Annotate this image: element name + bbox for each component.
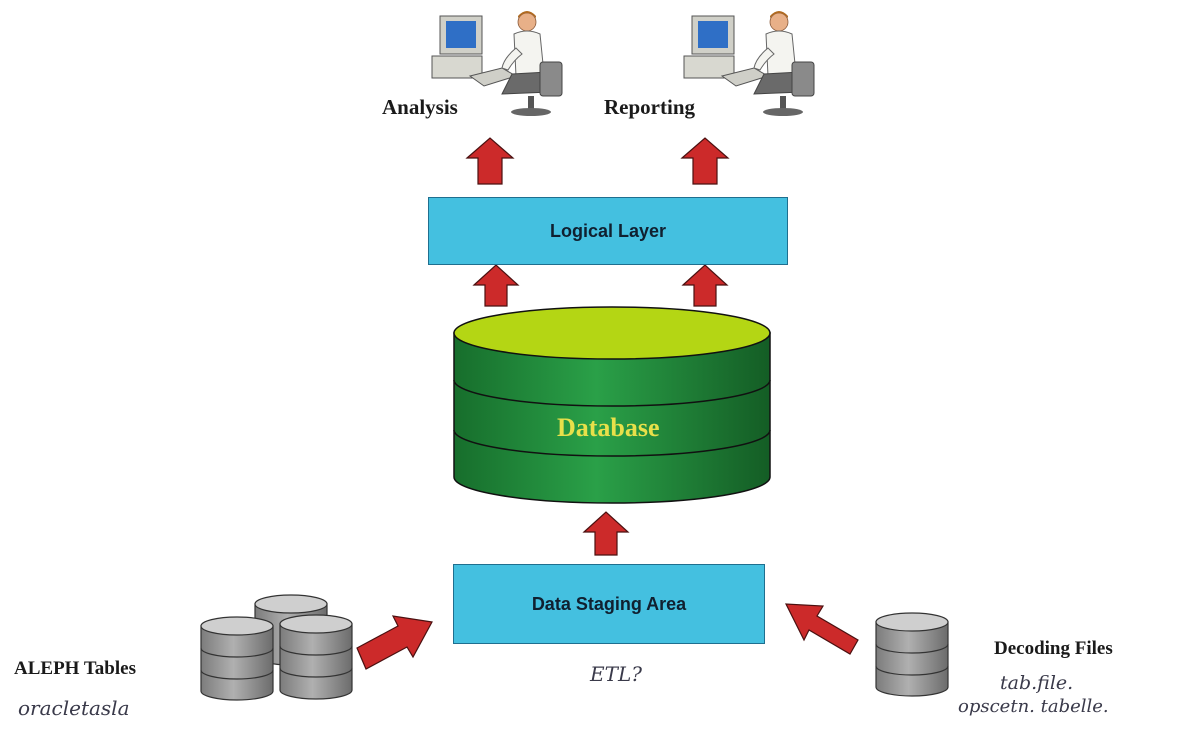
database-cylinder-icon — [453, 306, 771, 504]
arrow-decoding-to-staging — [785, 603, 859, 655]
etl-note: ETL? — [590, 662, 642, 686]
decoding-note-line1: tab.file. — [1000, 672, 1074, 694]
arrow-up-db-left — [472, 264, 520, 307]
aleph-database-stack-icon — [200, 594, 353, 701]
aleph-tables-label: ALEPH Tables — [14, 658, 136, 679]
arrow-up-to-analysis — [465, 137, 515, 185]
reporting-workstation-icon — [683, 10, 815, 117]
data-staging-area-label: Data Staging Area — [531, 593, 687, 614]
arrow-aleph-to-staging — [356, 615, 433, 670]
arrow-up-to-reporting — [680, 137, 730, 185]
arrow-up-db-right — [681, 264, 729, 307]
analysis-label: Analysis — [382, 95, 458, 119]
decoding-files-label: Decoding Files — [994, 638, 1113, 659]
arrow-up-staging-to-db — [582, 511, 630, 556]
aleph-note: oracletasla — [18, 696, 130, 720]
reporting-label: Reporting — [604, 95, 695, 119]
decoding-database-stack-icon — [875, 612, 949, 697]
decoding-note-line2: opscetn. tabelle. — [958, 696, 1109, 717]
database-label: Database — [557, 413, 660, 442]
logical-layer-box: Logical Layer — [428, 197, 788, 265]
logical-layer-label: Logical Layer — [549, 220, 667, 241]
data-staging-area-box: Data Staging Area — [453, 564, 765, 644]
